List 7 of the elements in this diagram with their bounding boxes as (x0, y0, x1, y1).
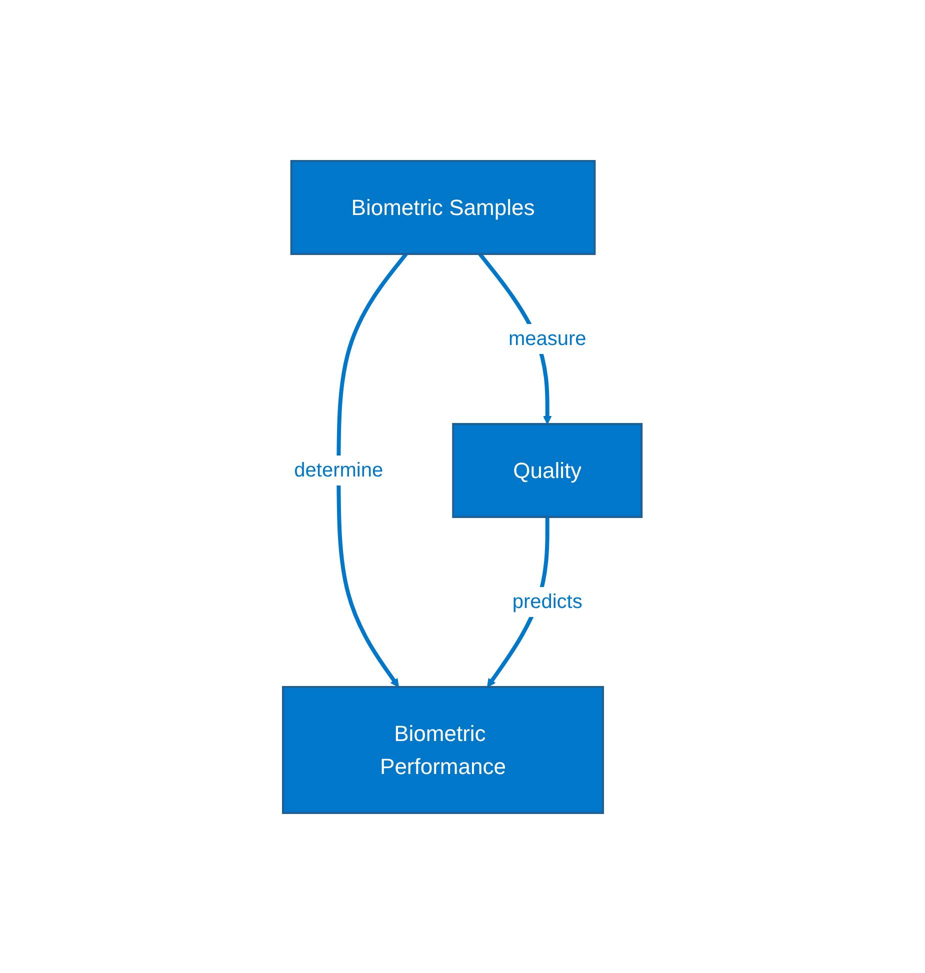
edge-label: measure (508, 327, 586, 350)
edge-label: predicts (512, 590, 583, 612)
node-box: Biometric Samples (290, 160, 596, 254)
node-box: Quality (452, 422, 643, 518)
edge-label: determine (294, 458, 384, 481)
arrow (336, 252, 408, 687)
node-box: Biometric Performance (282, 686, 604, 814)
